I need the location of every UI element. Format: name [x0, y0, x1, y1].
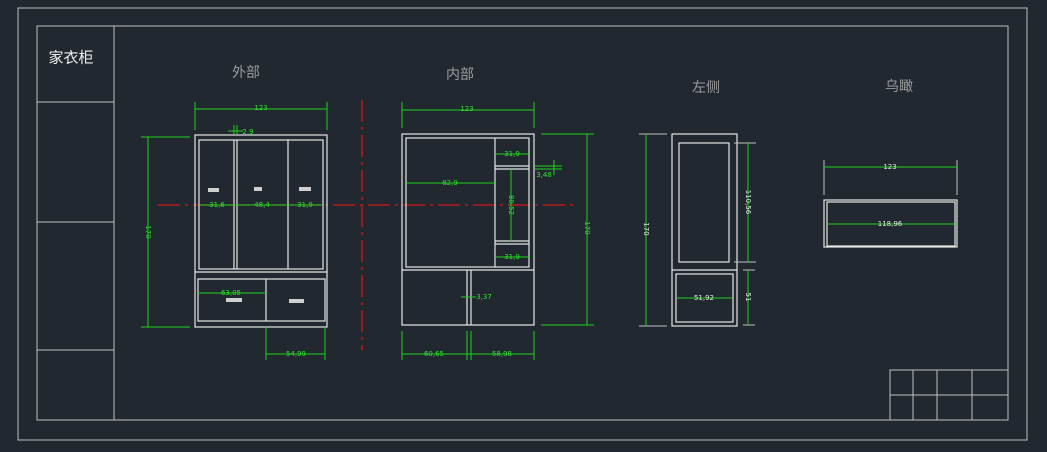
dim-door-mid: 48,4 [254, 201, 270, 209]
view-label-top: 乌瞰 [885, 79, 913, 95]
dim-hanging: 82,9 [442, 179, 458, 187]
dim-upper: 110,56 [744, 190, 752, 215]
drawer-handle [226, 298, 242, 302]
dim-width: 123 [254, 104, 267, 112]
dim-height: 170 [583, 221, 591, 234]
drawing-title: 家衣柜 [48, 49, 93, 67]
door-handle [299, 187, 311, 191]
dim-drawer-left: 63,05 [221, 289, 241, 297]
drawer-handle [289, 299, 304, 303]
dim-door-right: 31,9 [297, 201, 313, 209]
dim-shelf-top: 31,9 [504, 150, 520, 158]
dim-height: 170 [144, 225, 152, 238]
top-view[interactable]: 123 118,96 [823, 160, 958, 248]
outer-border [17, 7, 1028, 441]
dim-thickness: 3,48 [536, 171, 552, 179]
dim-mid-height: 80,52 [507, 195, 515, 215]
dim-drawer-right: 54,99 [286, 350, 306, 358]
dim-gap: 2,9 [242, 128, 253, 136]
title-column: 家衣柜 [37, 26, 115, 420]
title-block-table [889, 369, 1009, 421]
left-side-view[interactable]: 170 110,56 51 51,92 [639, 133, 756, 327]
dim-width: 123 [460, 105, 473, 113]
dim-lower: 51 [744, 293, 752, 302]
dim-door-left: 31,6 [209, 201, 225, 209]
dim-divider: 3,37 [476, 293, 492, 301]
inner-border [36, 25, 1009, 421]
dim-drawer: 51,92 [694, 294, 714, 302]
door-handle [254, 187, 262, 191]
dim-shelf-bottom: 31,9 [504, 253, 520, 261]
dim-bottom-right: 58,98 [492, 350, 512, 358]
exterior-view[interactable]: 123 2,9 170 31,6 48,4 31,9 63,05 54,99 [141, 102, 328, 360]
door-handle [208, 188, 219, 192]
dim-outer: 123 [883, 163, 896, 171]
dim-height: 170 [642, 222, 650, 235]
dim-inner: 118,96 [878, 220, 903, 228]
view-label-exterior: 外部 [232, 65, 260, 81]
view-label-interior: 内部 [446, 67, 474, 83]
interior-view[interactable]: 123 31,9 3,48 82,9 80,52 31,9 3,37 170 6… [401, 102, 594, 360]
dim-bottom-left: 60,65 [424, 350, 444, 358]
view-label-left: 左侧 [692, 80, 720, 96]
